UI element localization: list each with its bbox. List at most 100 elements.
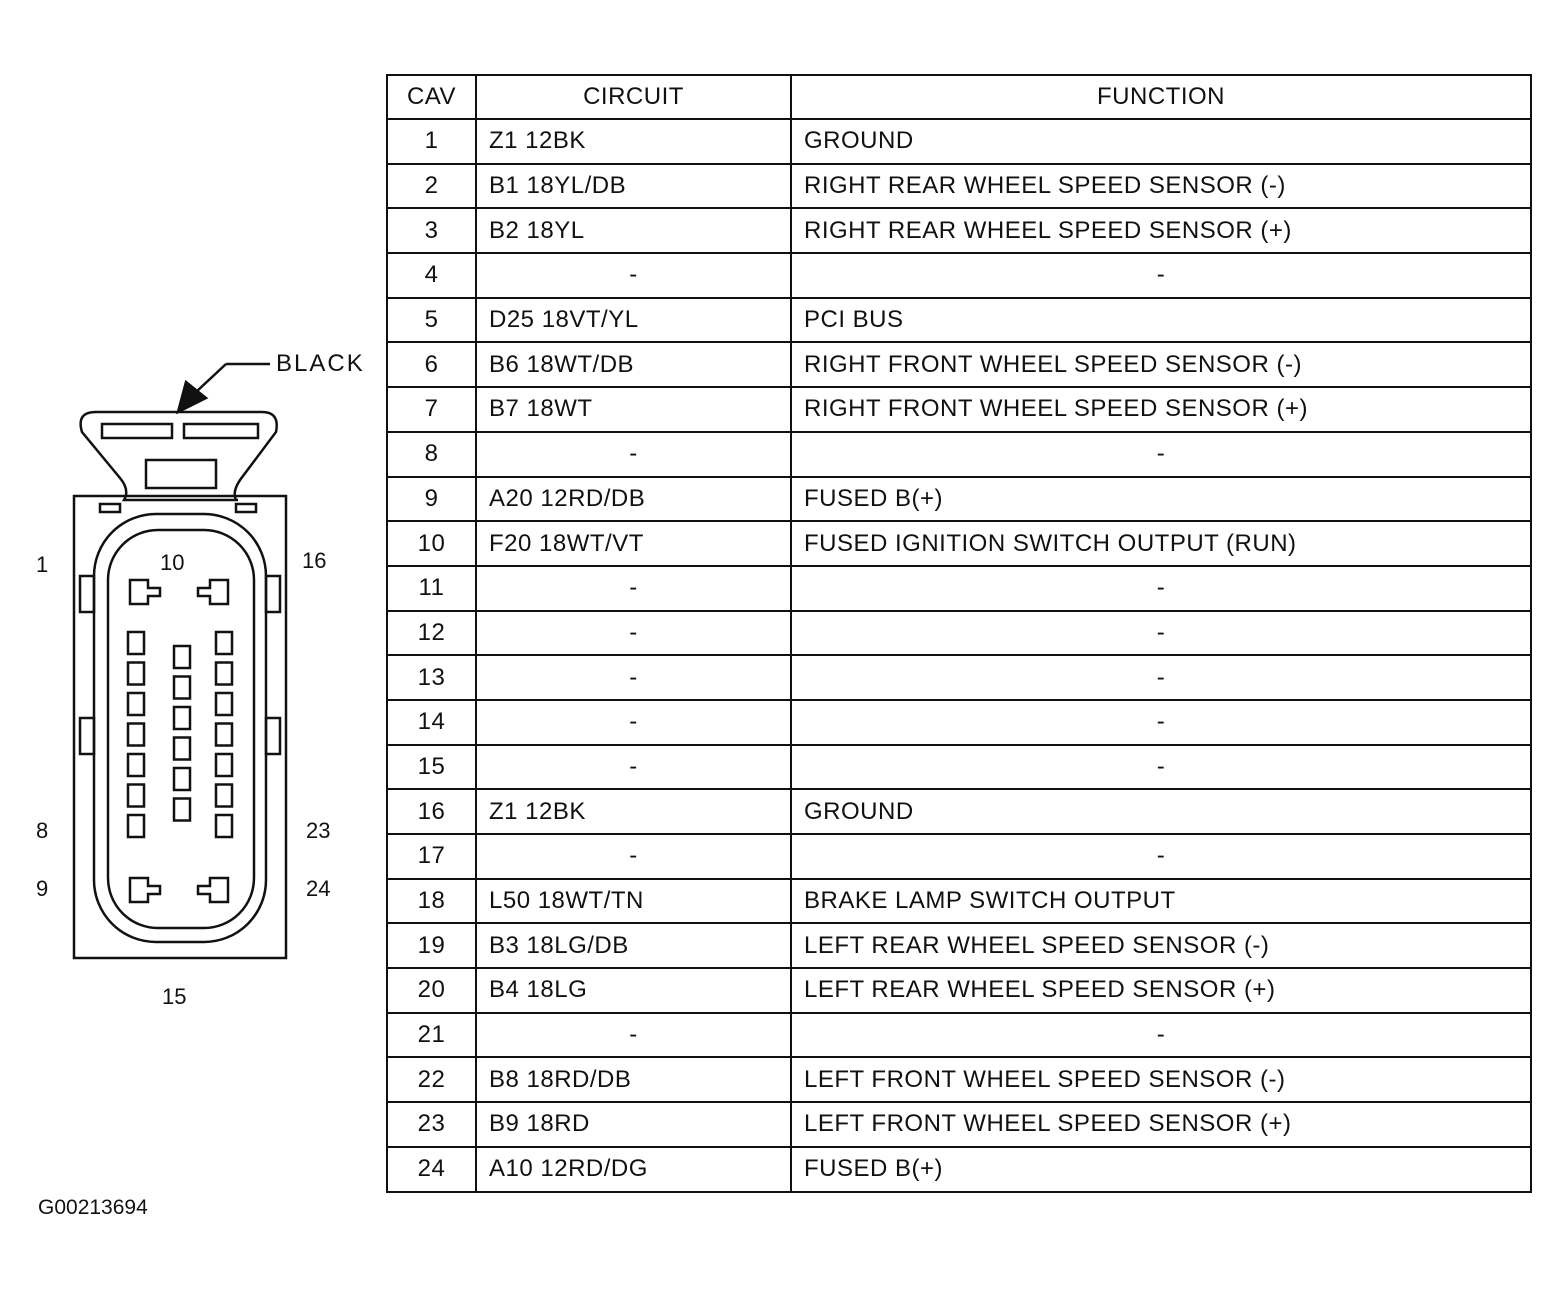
connector-keys bbox=[128, 578, 230, 904]
pin-label-15: 15 bbox=[162, 984, 187, 1009]
cell-function: FUSED B(+) bbox=[790, 1145, 1532, 1193]
cell-cav: 6 bbox=[386, 341, 477, 389]
cell-function: RIGHT REAR WHEEL SPEED SENSOR (-) bbox=[790, 162, 1532, 210]
cell-circuit: - bbox=[475, 743, 792, 791]
cell-cav: 21 bbox=[386, 1011, 477, 1059]
cell-function: LEFT FRONT WHEEL SPEED SENSOR (+) bbox=[790, 1101, 1532, 1148]
table-row: 15-- bbox=[386, 743, 1532, 791]
figure-id: G00213694 bbox=[38, 1196, 148, 1219]
cell-function: LEFT FRONT WHEEL SPEED SENSOR (-) bbox=[790, 1056, 1532, 1104]
cavity bbox=[126, 691, 146, 717]
cell-circuit: B1 18YL/DB bbox=[475, 162, 792, 210]
connector-color-label: BLACK bbox=[276, 350, 365, 377]
cavity bbox=[126, 813, 146, 839]
cell-function: FUSED B(+) bbox=[790, 475, 1532, 523]
cell-cav: 23 bbox=[386, 1101, 477, 1148]
cell-cav: 4 bbox=[386, 252, 477, 299]
cell-cav: 3 bbox=[386, 207, 477, 255]
connector-face-drawing bbox=[72, 362, 288, 960]
pin-label-8: 8 bbox=[36, 818, 49, 843]
cell-circuit: Z1 12BK bbox=[475, 118, 792, 165]
pin-label-16: 16 bbox=[302, 548, 327, 573]
cell-function: GROUND bbox=[790, 788, 1532, 835]
cell-function: - bbox=[790, 564, 1532, 612]
cell-function: - bbox=[790, 698, 1532, 746]
cavity bbox=[172, 766, 192, 792]
cell-circuit: D25 18VT/YL bbox=[475, 296, 792, 344]
cell-circuit: B6 18WT/DB bbox=[475, 341, 792, 389]
cell-function: RIGHT REAR WHEEL SPEED SENSOR (+) bbox=[790, 207, 1532, 255]
cell-cav: 7 bbox=[386, 386, 477, 433]
cell-circuit: - bbox=[475, 564, 792, 612]
cell-circuit: - bbox=[475, 833, 792, 880]
cell-cav: 13 bbox=[386, 654, 477, 701]
cell-cav: 9 bbox=[386, 475, 477, 523]
cell-cav: 8 bbox=[386, 430, 477, 478]
cell-function: - bbox=[790, 609, 1532, 657]
cavity bbox=[126, 630, 146, 656]
cell-cav: 18 bbox=[386, 877, 477, 925]
table-row: 4-- bbox=[386, 252, 1532, 299]
cell-cav: 10 bbox=[386, 520, 477, 567]
cavity bbox=[172, 736, 192, 761]
cell-function: PCI BUS bbox=[790, 296, 1532, 344]
cell-circuit: - bbox=[475, 698, 792, 746]
cell-cav: 12 bbox=[386, 609, 477, 657]
leader-arrow bbox=[176, 362, 270, 415]
cell-function: - bbox=[790, 252, 1532, 299]
pin-label-1: 1 bbox=[36, 552, 49, 577]
cell-cav: 2 bbox=[386, 162, 477, 210]
cavity bbox=[126, 752, 146, 778]
cell-cav: 5 bbox=[386, 296, 477, 344]
cavity bbox=[126, 783, 146, 808]
cavity bbox=[172, 675, 192, 700]
cell-circuit: - bbox=[475, 1011, 792, 1059]
connector-latch bbox=[79, 410, 278, 502]
cavity bbox=[214, 752, 234, 778]
cavity bbox=[214, 630, 234, 656]
pin-label-10: 10 bbox=[160, 550, 185, 575]
cell-circuit: Z1 12BK bbox=[475, 788, 792, 835]
cell-function: LEFT REAR WHEEL SPEED SENSOR (-) bbox=[790, 922, 1532, 970]
cell-circuit: A10 12RD/DG bbox=[475, 1145, 792, 1193]
table-row: 14-- bbox=[386, 698, 1532, 746]
cavity bbox=[214, 691, 234, 717]
cavity bbox=[214, 661, 234, 686]
cell-cav: 14 bbox=[386, 698, 477, 746]
table-row: 11-- bbox=[386, 564, 1532, 612]
cell-cav: 15 bbox=[386, 743, 477, 791]
cell-cav: 17 bbox=[386, 833, 477, 880]
cell-function: GROUND bbox=[790, 118, 1532, 165]
cavity bbox=[172, 797, 192, 822]
table-row: 12-- bbox=[386, 609, 1532, 657]
cell-circuit: - bbox=[475, 609, 792, 657]
cell-circuit: A20 12RD/DB bbox=[475, 475, 792, 523]
cell-circuit: B7 18WT bbox=[475, 386, 792, 433]
cell-function: - bbox=[790, 833, 1532, 880]
cell-function: BRAKE LAMP SWITCH OUTPUT bbox=[790, 877, 1532, 925]
connector-housing bbox=[72, 494, 288, 960]
cavity bbox=[214, 783, 234, 808]
pin-label-23: 23 bbox=[306, 818, 331, 843]
cell-circuit: B4 18LG bbox=[475, 967, 792, 1014]
header-function: FUNCTION bbox=[790, 74, 1532, 120]
cell-circuit: L50 18WT/TN bbox=[475, 877, 792, 925]
cavity bbox=[126, 661, 146, 686]
cell-function: - bbox=[790, 743, 1532, 791]
cell-circuit: - bbox=[475, 252, 792, 299]
cavity bbox=[172, 705, 192, 731]
cavity bbox=[126, 722, 146, 747]
pin-label-24: 24 bbox=[306, 876, 331, 901]
cell-cav: 24 bbox=[386, 1145, 477, 1193]
cell-cav: 22 bbox=[386, 1056, 477, 1104]
